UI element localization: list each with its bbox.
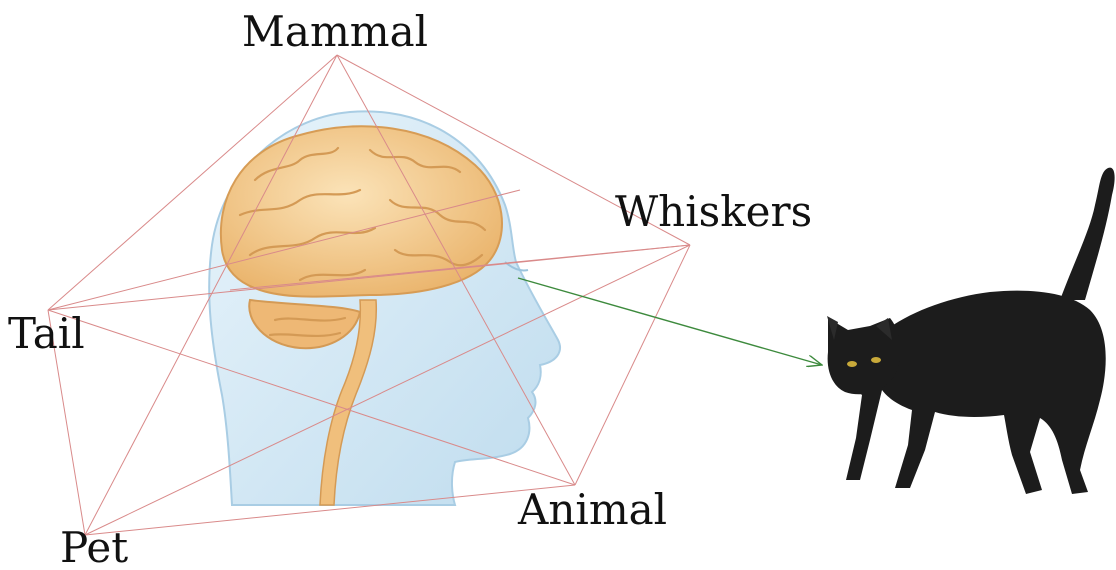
label-pet: Pet [60,523,128,570]
label-tail: Tail [8,309,85,358]
perception-arrow [518,278,822,365]
cat-icon [827,168,1115,494]
label-mammal: Mammal [242,7,428,56]
link-whiskers-animal [575,245,690,485]
label-whiskers: Whiskers [615,187,812,236]
label-animal: Animal [517,485,667,534]
